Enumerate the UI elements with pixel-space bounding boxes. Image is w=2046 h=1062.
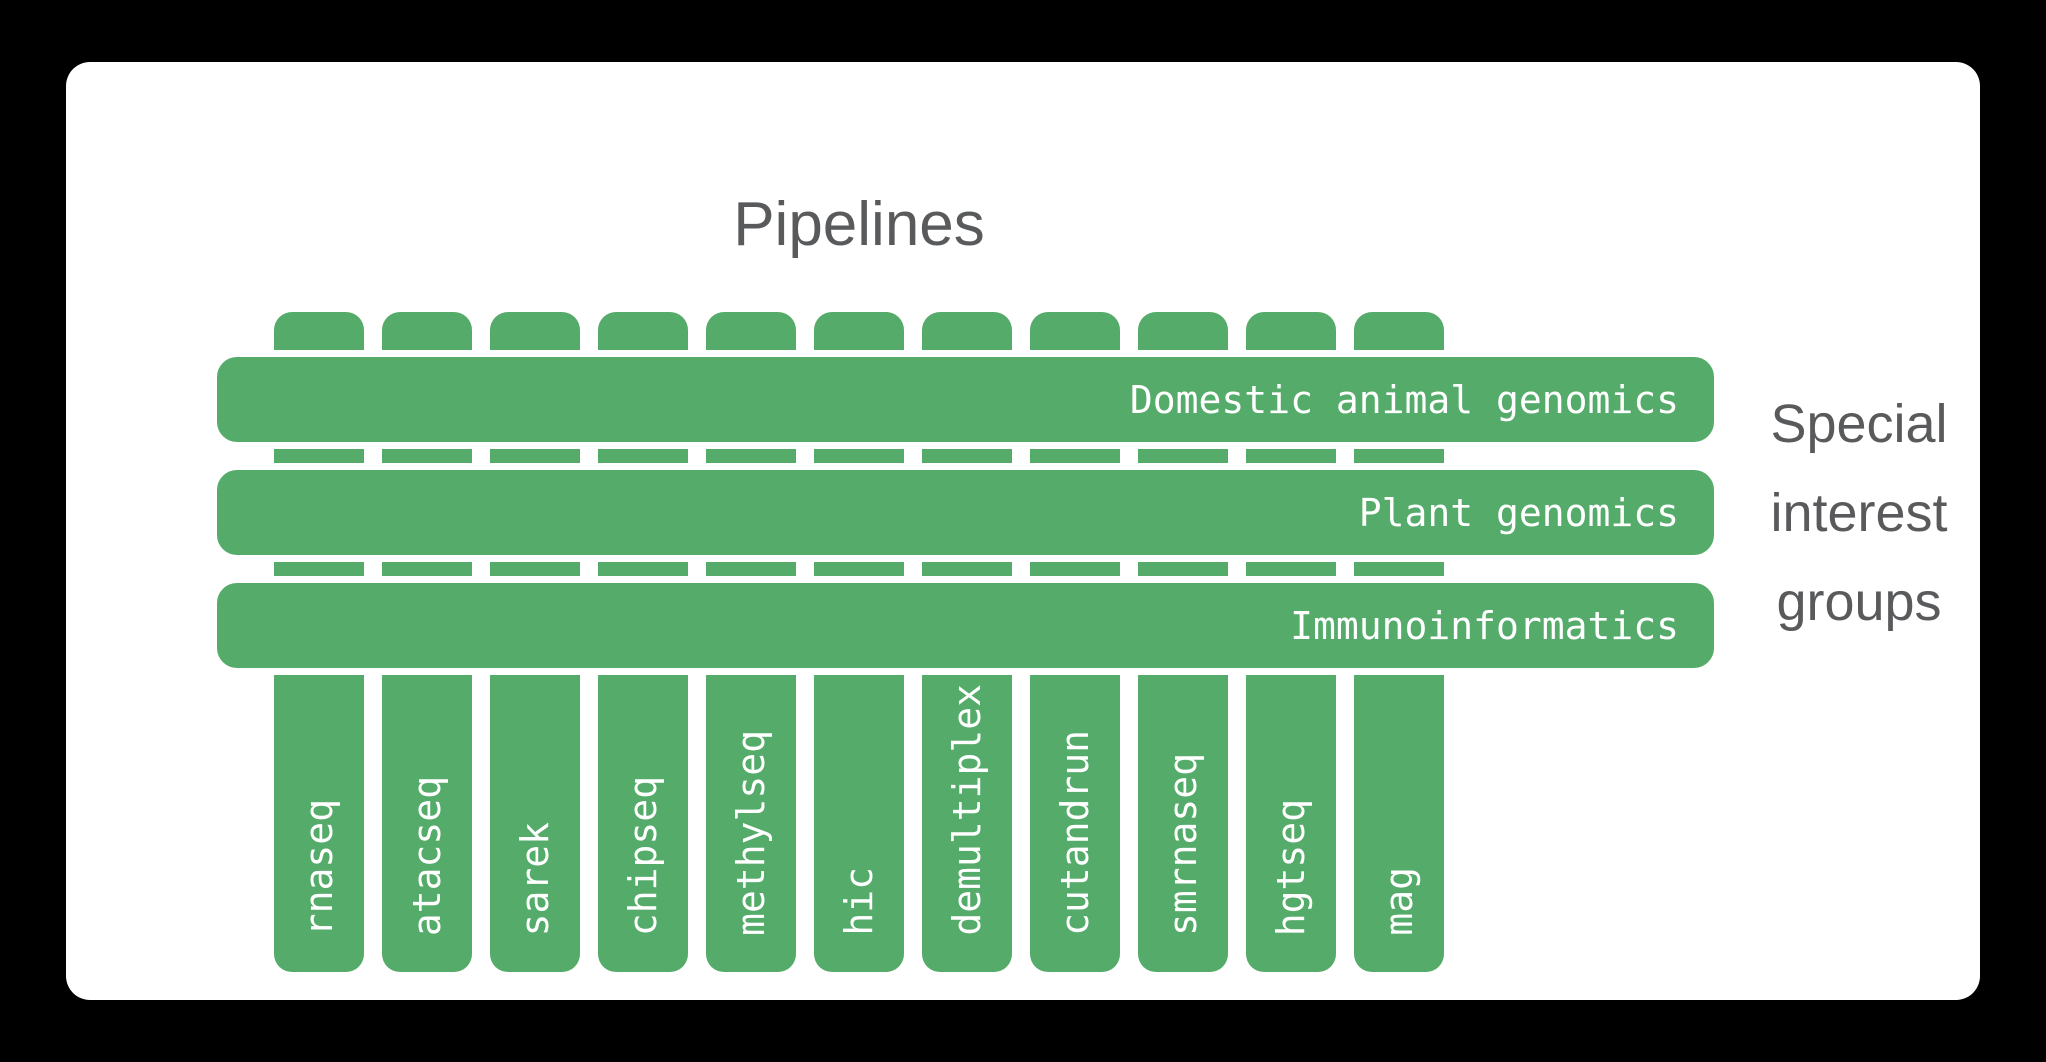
sig-title-line: groups	[1776, 572, 1942, 632]
pipeline-bar-label: hgtseq	[1269, 798, 1313, 936]
pipeline-bar-label: chipseq	[621, 775, 665, 936]
sig-title-line: Special	[1770, 394, 1948, 454]
sig-bar-label: Plant genomics	[1358, 490, 1679, 535]
sig-bar: Domestic animal genomics	[210, 350, 1721, 449]
pipeline-bar-label: sarek	[513, 821, 557, 936]
figure-card: Pipelines rnaseq atacseq sarek chipseq m…	[66, 62, 1980, 1000]
pipeline-bar-label: cutandrun	[1053, 730, 1097, 936]
pipeline-bar-label: mag	[1377, 867, 1421, 936]
pipeline-bar-label: atacseq	[405, 775, 449, 936]
sig-bar: Immunoinformatics	[210, 576, 1721, 675]
pipeline-bar-label: demultiplex	[945, 684, 989, 936]
pipeline-bar-label: hic	[837, 867, 881, 936]
pipeline-bar-label: smrnaseq	[1161, 752, 1205, 936]
sig-bar-label: Domestic animal genomics	[1129, 377, 1679, 422]
pipeline-bar-label: rnaseq	[297, 798, 341, 936]
sig-title: Special interest groups	[1672, 380, 2046, 647]
pipeline-bar-label: methylseq	[729, 730, 773, 936]
sig-bar: Plant genomics	[210, 463, 1721, 562]
pipelines-title: Pipelines	[733, 190, 985, 259]
sig-bar-label: Immunoinformatics	[1290, 603, 1679, 648]
sig-title-line: interest	[1770, 483, 1948, 543]
